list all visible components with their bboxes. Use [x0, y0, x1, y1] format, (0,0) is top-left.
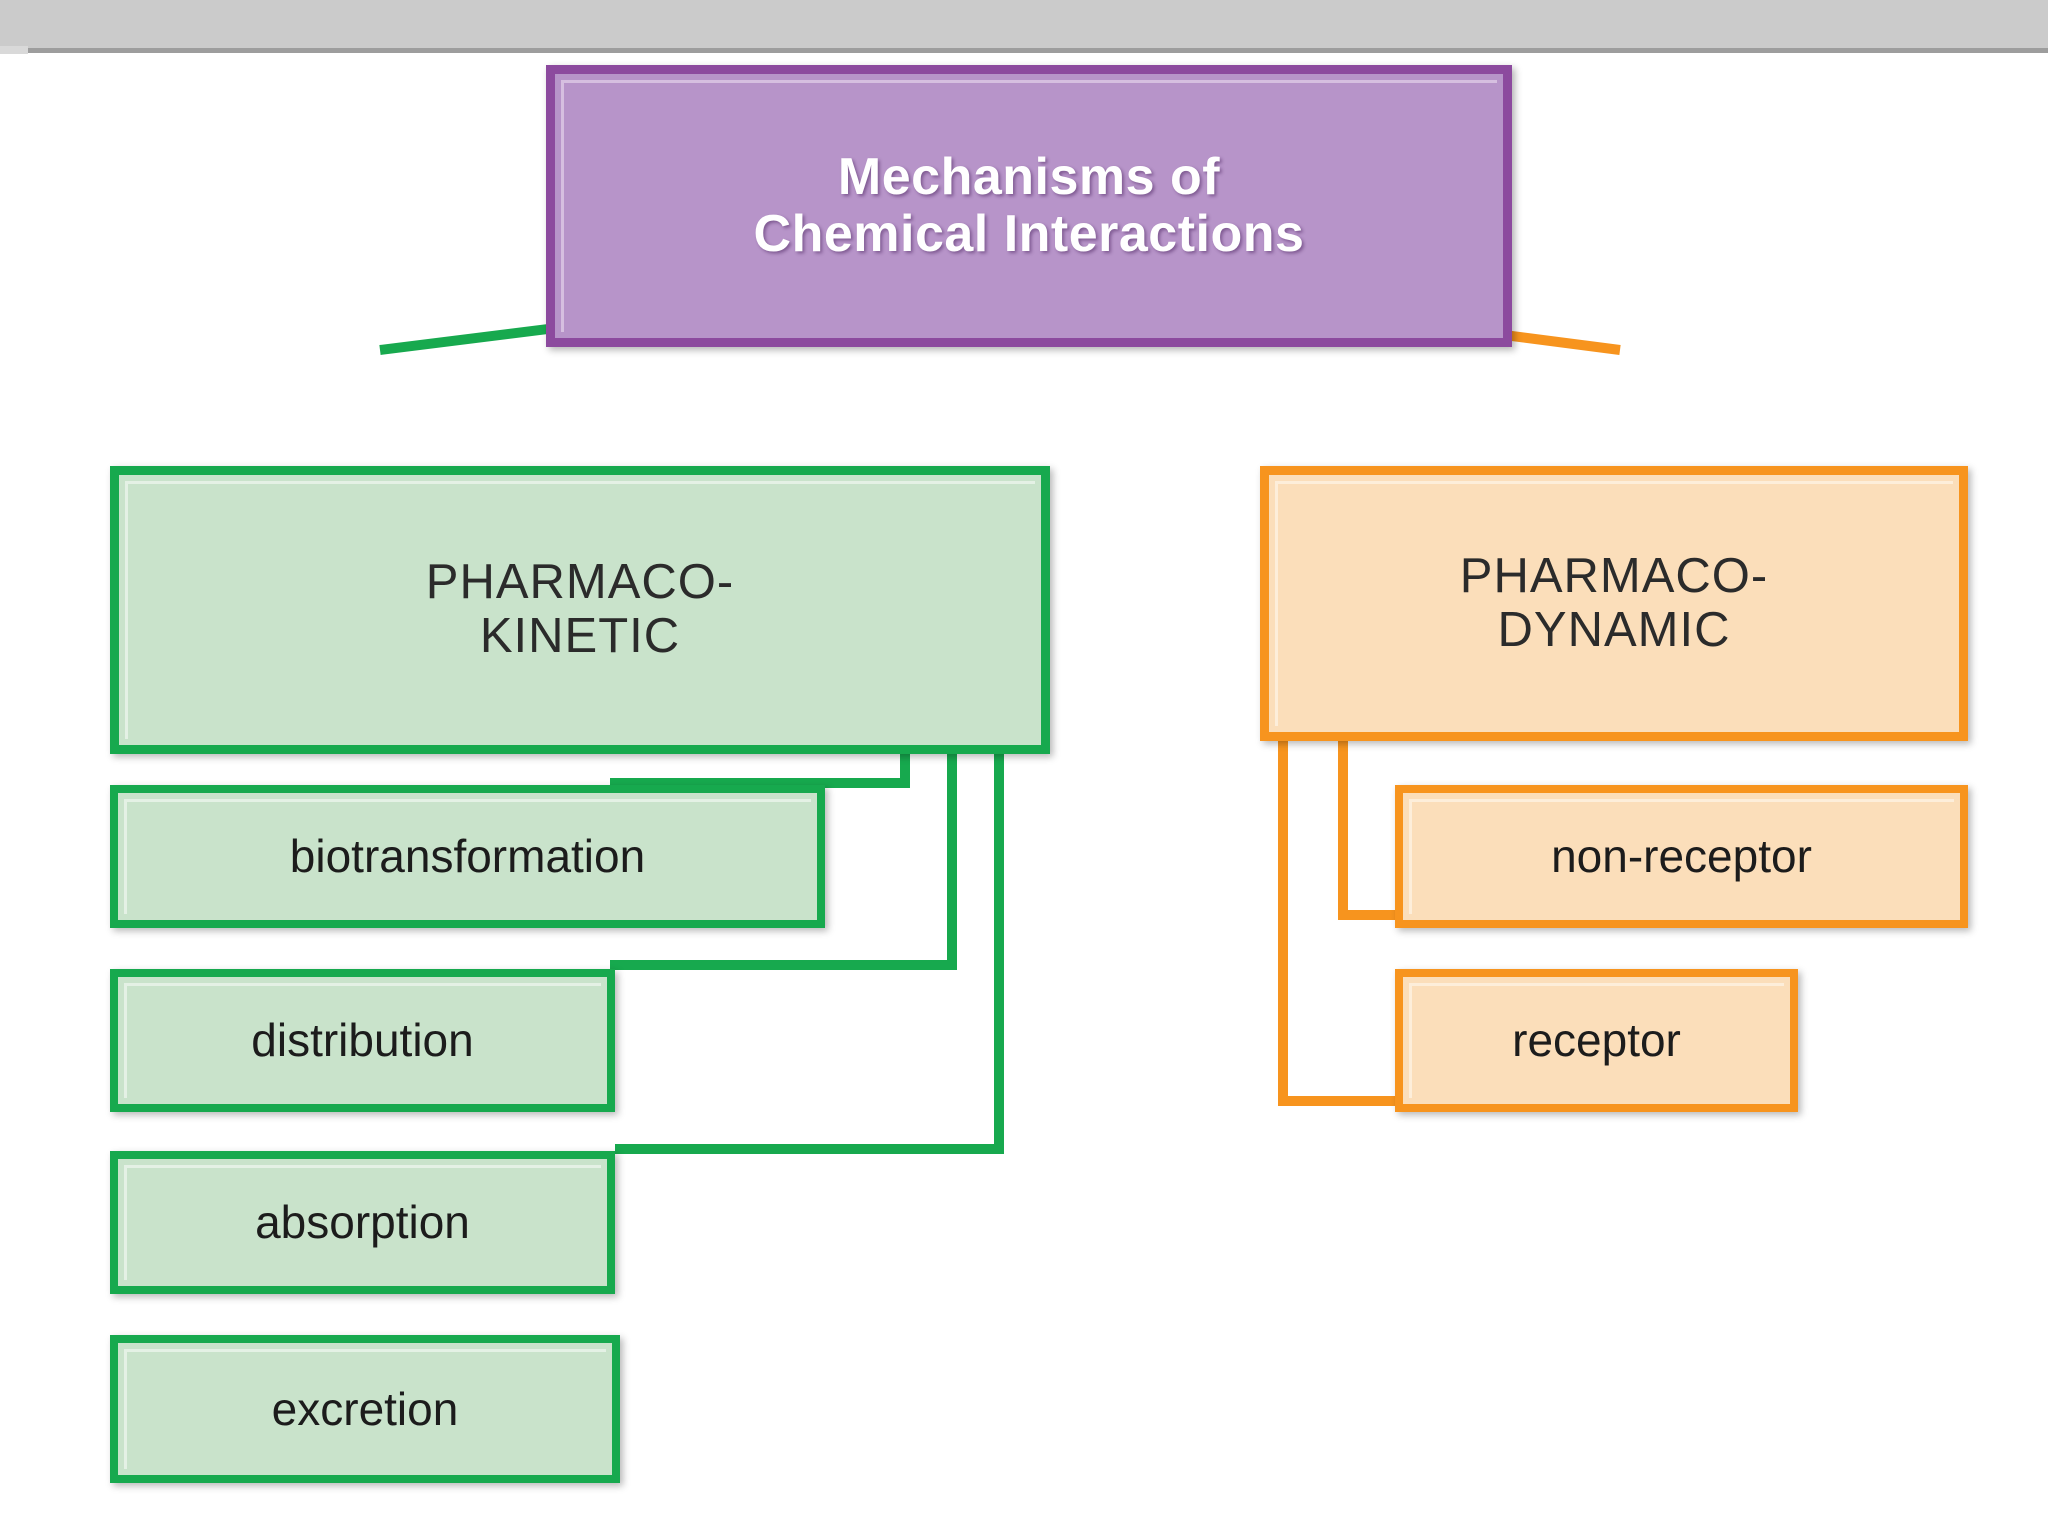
diagram-canvas: Mechanisms of Chemical Interactions PHAR…	[0, 53, 2048, 1536]
node-label-root: Mechanisms of Chemical Interactions	[753, 147, 1305, 263]
node-label-absorption: absorption	[255, 1196, 470, 1249]
window-chrome-divider	[0, 48, 2048, 53]
node-distribution[interactable]: distribution	[110, 969, 615, 1112]
node-label-biotransformation: biotransformation	[289, 830, 646, 883]
node-label-excretion: excretion	[271, 1382, 459, 1435]
node-mechanisms-of-chemical-interactions[interactable]: Mechanisms of Chemical Interactions	[546, 65, 1512, 347]
node-pharmacokinetic[interactable]: PHARMACO- KINETIC	[110, 466, 1050, 754]
node-label-pharmacokinetic: PHARMACO- KINETIC	[425, 555, 735, 663]
node-biotransformation[interactable]: biotransformation	[110, 785, 825, 928]
node-non-receptor[interactable]: non-receptor	[1395, 785, 1968, 928]
node-pharmacodynamic[interactable]: PHARMACO- DYNAMIC	[1260, 466, 1968, 741]
window-chrome-bar	[0, 0, 2048, 48]
node-label-receptor: receptor	[1512, 1014, 1681, 1067]
node-label-pharmacodynamic: PHARMACO- DYNAMIC	[1459, 548, 1769, 657]
window-chrome-corner-nub	[0, 46, 28, 54]
node-absorption[interactable]: absorption	[110, 1151, 615, 1294]
node-receptor[interactable]: receptor	[1395, 969, 1798, 1112]
node-label-non-receptor: non-receptor	[1551, 830, 1812, 883]
node-excretion[interactable]: excretion	[110, 1335, 620, 1483]
node-label-distribution: distribution	[251, 1014, 474, 1067]
